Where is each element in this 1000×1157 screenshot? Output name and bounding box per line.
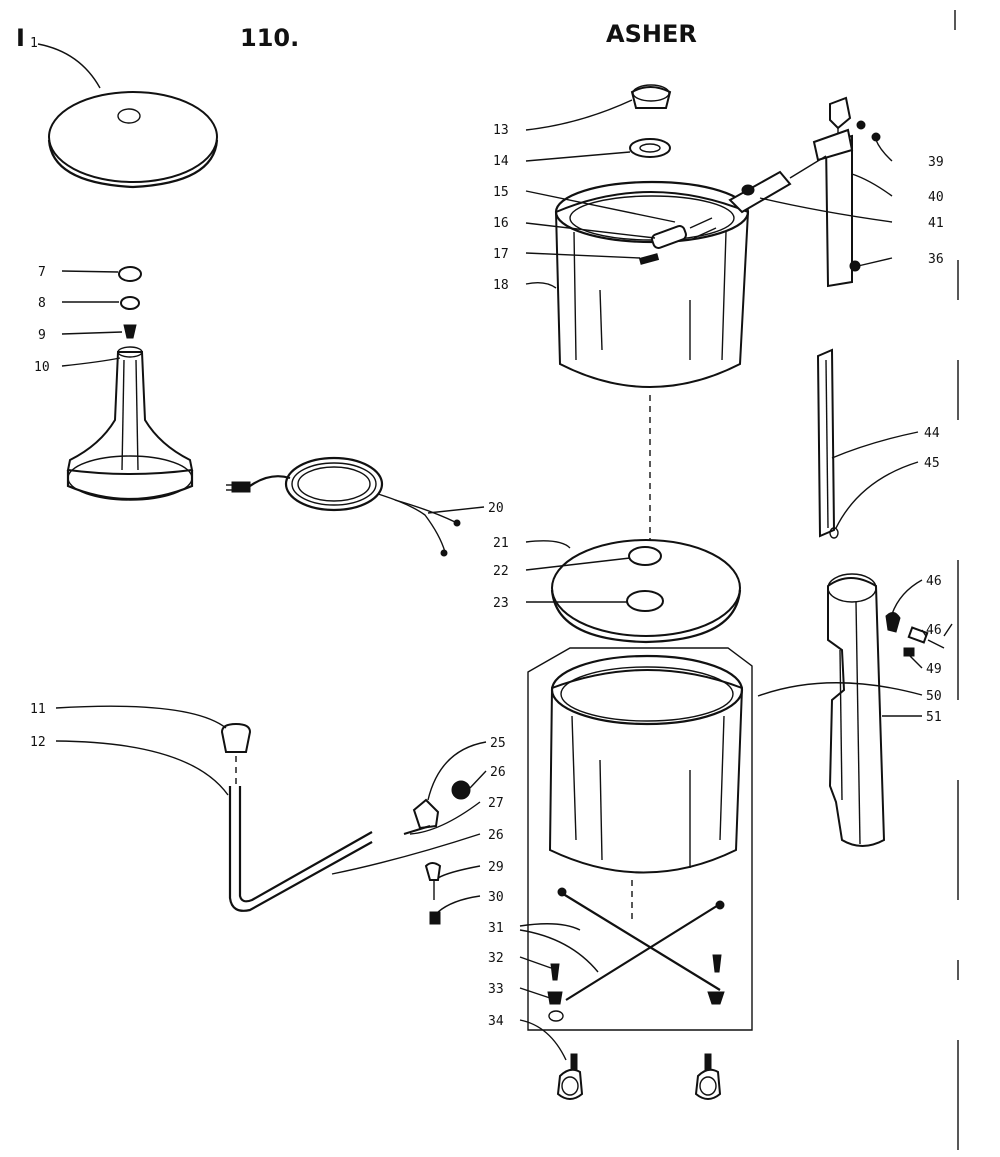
part-agitator <box>66 266 194 501</box>
callout-25: 25 <box>490 736 506 751</box>
callout-numbers: 1 7 8 9 10 11 12 13 14 15 16 17 18 20 21… <box>30 36 944 1029</box>
part-power-cord <box>226 456 461 557</box>
callout-39: 39 <box>928 155 944 170</box>
callout-40: 40 <box>928 190 944 205</box>
callout-27: 27 <box>488 796 504 811</box>
callout-33: 33 <box>488 982 504 997</box>
callout-29: 29 <box>488 860 504 875</box>
callout-23: 23 <box>493 596 509 611</box>
callout-36: 36 <box>928 252 944 267</box>
callout-51: 51 <box>926 710 942 725</box>
callout-30: 30 <box>488 890 504 905</box>
header-model-number: 110. <box>240 24 299 52</box>
callout-7: 7 <box>38 265 46 280</box>
callout-21: 21 <box>493 536 509 551</box>
part-side-trim <box>816 348 839 539</box>
callout-31: 31 <box>488 921 504 936</box>
header-title: ASHER <box>606 20 697 48</box>
part-pump-fittings <box>403 780 471 925</box>
callout-45: 45 <box>924 456 940 471</box>
part-tub-cover <box>550 539 742 644</box>
part-casters <box>556 1053 722 1100</box>
callout-10: 10 <box>34 360 50 375</box>
callout-11: 11 <box>30 702 46 717</box>
callout-46a: 46 <box>926 574 942 589</box>
callout-50: 50 <box>926 689 942 704</box>
callout-32: 32 <box>488 951 504 966</box>
part-fill-hose <box>220 722 373 912</box>
part-inner-basket-frame <box>527 647 753 1031</box>
callout-1: 1 <box>30 36 38 51</box>
callout-17: 17 <box>493 247 509 262</box>
part-control-column <box>728 96 881 288</box>
leader-lines <box>37 43 927 1061</box>
callout-22: 22 <box>493 564 509 579</box>
callout-26a: 26 <box>490 765 506 780</box>
callout-34: 34 <box>488 1014 504 1029</box>
callout-26b: 26 <box>488 828 504 843</box>
callout-9: 9 <box>38 328 46 343</box>
callout-16: 16 <box>493 216 509 231</box>
callout-49: 49 <box>926 662 942 677</box>
callout-15: 15 <box>493 185 509 200</box>
part-lid-disc <box>47 91 219 189</box>
callout-14: 14 <box>493 154 509 169</box>
callout-20: 20 <box>488 501 504 516</box>
callout-18: 18 <box>493 278 509 293</box>
callout-13: 13 <box>493 123 509 138</box>
right-margin-border <box>954 10 959 1150</box>
callout-46b: 46 <box>926 623 942 638</box>
callout-12: 12 <box>30 735 46 750</box>
part-outer-tub <box>554 84 750 540</box>
part-rear-panel <box>827 573 953 847</box>
callout-8: 8 <box>38 296 46 311</box>
callout-41: 41 <box>928 216 944 231</box>
callout-44: 44 <box>924 426 940 441</box>
header-mark: I <box>16 24 25 52</box>
